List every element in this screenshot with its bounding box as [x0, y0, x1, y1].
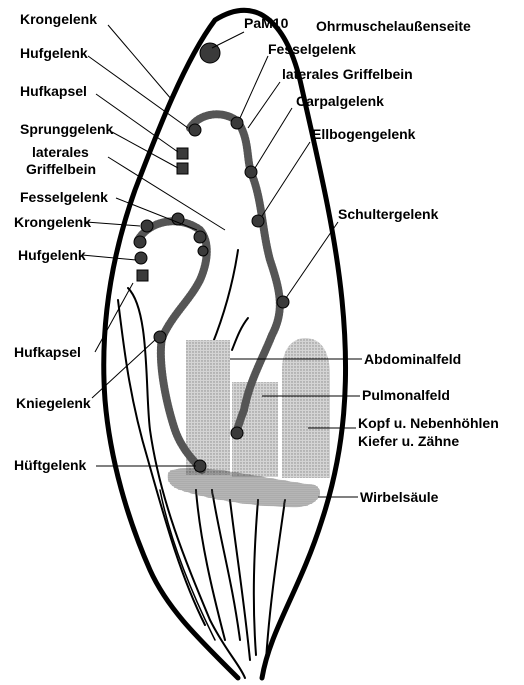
label-laterales-line1: laterales [32, 144, 89, 160]
krongelenk-left-point [141, 220, 153, 232]
label-abdominalfeld: Abdominalfeld [364, 351, 461, 367]
label-hufgelenk-left: Hufgelenk [18, 247, 86, 263]
label-wirbelsaeule: Wirbelsäule [360, 489, 439, 505]
hufgelenk-left-point-2 [135, 252, 147, 264]
label-carpalgelenk: Carpalgelenk [296, 93, 384, 109]
zones [167, 338, 330, 507]
hufkapsel-top-square-2 [177, 163, 188, 174]
abdominal-point [231, 427, 243, 439]
label-sprunggelenk: Sprunggelenk [20, 121, 114, 137]
hufgelenk-left-point [134, 236, 146, 248]
kniegelenk-point [154, 331, 166, 343]
label-fesselgelenk-left: Fesselgelenk [20, 189, 108, 205]
label-kiefer: Kiefer u. Zähne [358, 433, 459, 449]
label-kopf: Kopf u. Nebenhöhlen [358, 415, 499, 431]
label-pulmonalfeld: Pulmonalfeld [362, 387, 450, 403]
label-krongelenk-left: Krongelenk [14, 214, 91, 230]
label-ellbogengelenk: Ellbogengelenk [312, 126, 416, 142]
label-ohrmuschel: Ohrmuschelaußenseite [316, 18, 471, 34]
krongelenk-top-point [189, 124, 201, 136]
label-pam10: PaM10 [244, 15, 289, 31]
label-hueftgelenk: Hüftgelenk [14, 457, 87, 473]
label-krongelenk-top: Krongelenk [20, 11, 97, 27]
label-fesselgelenk-right: Fesselgelenk [268, 41, 356, 57]
label-kniegelenk: Kniegelenk [16, 395, 91, 411]
label-schultergelenk: Schultergelenk [338, 206, 439, 222]
griffelbein-point [198, 246, 208, 256]
ellbogengelenk-point [252, 215, 264, 227]
hufkapsel-left-square [137, 270, 148, 281]
label-hufkapsel-left: Hufkapsel [14, 344, 81, 360]
label-hufkapsel-top: Hufkapsel [20, 83, 87, 99]
hufkapsel-top-square-1 [177, 148, 188, 159]
label-laterales-griffelbein-right: laterales Griffelbein [282, 66, 413, 82]
fesselgelenk-left-point [194, 231, 206, 243]
schultergelenk-point [277, 296, 289, 308]
label-hufgelenk-top: Hufgelenk [20, 45, 88, 61]
sprunggelenk-point [172, 213, 184, 225]
label-laterales-line2: Griffelbein [26, 161, 96, 177]
fesselgelenk-right-point [231, 117, 243, 129]
